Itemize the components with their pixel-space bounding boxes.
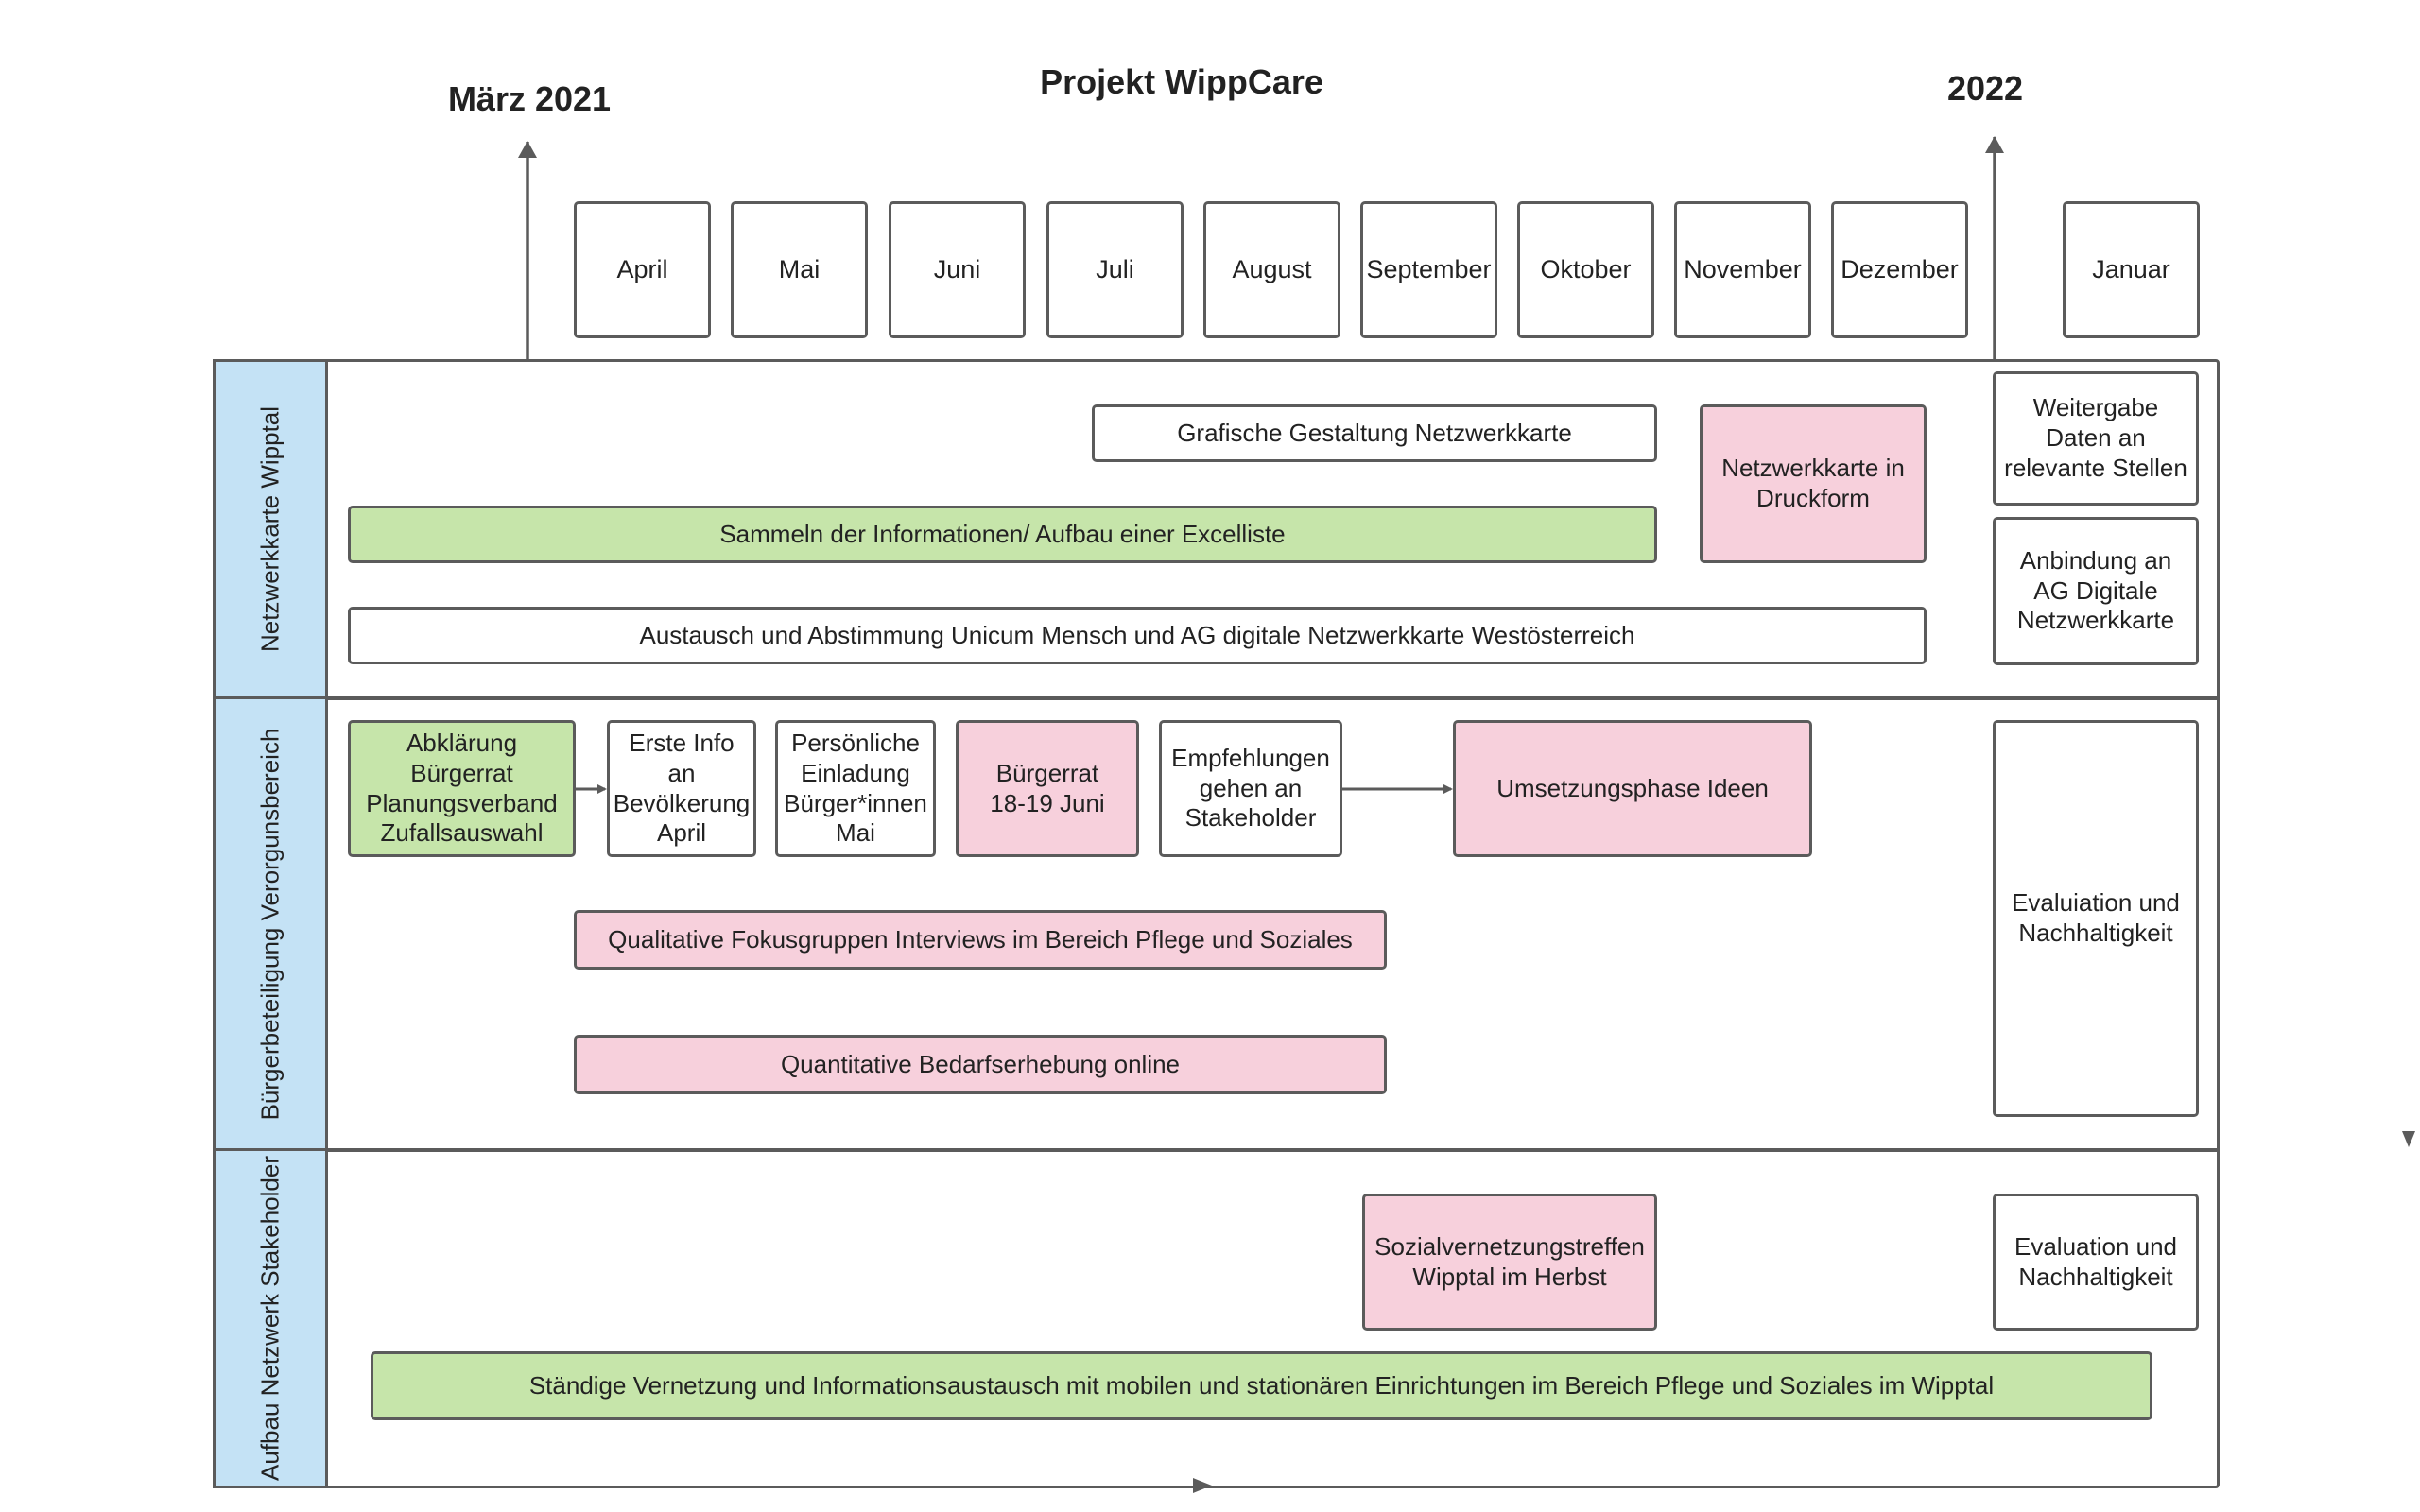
month-juli: Juli	[1046, 201, 1184, 338]
month-august: August	[1203, 201, 1340, 338]
task-erste-info: Erste Info an Bevölkerung April	[607, 720, 756, 857]
month-mai: Mai	[731, 201, 868, 338]
task-abklaerung-buergerrat: Abklärung Bürgerrat Planungsverband Zufa…	[348, 720, 576, 857]
lane-divider-1	[213, 696, 2220, 700]
task-grafische-gestaltung: Grafische Gestaltung Netzwerkkarte	[1092, 404, 1657, 462]
task-bedarfserhebung: Quantitative Bedarfserhebung online	[574, 1035, 1387, 1094]
side-arrowhead	[2402, 1131, 2415, 1147]
lane-divider-2	[213, 1148, 2220, 1152]
month-april: April	[574, 201, 711, 338]
diagram-title: Projekt WippCare	[1040, 62, 1323, 101]
start-date-label: März 2021	[447, 79, 612, 118]
task-netzwerkkarte-druckform: Netzwerkkarte in Druckform	[1700, 404, 1927, 563]
task-anbindung-ag: Anbindung an AG Digitale Netzwerkkarte	[1993, 517, 2199, 665]
task-empfehlungen: Empfehlungen gehen an Stakeholder	[1159, 720, 1342, 857]
lane-label-netzwerkkarte: Netzwerkkarte Wipptal	[213, 359, 328, 699]
end-date-label: 2022	[1946, 69, 2024, 108]
month-november: November	[1674, 201, 1811, 338]
task-umsetzungsphase: Umsetzungsphase Ideen	[1453, 720, 1812, 857]
task-buergerrat-juni: Bürgerrat 18-19 Juni	[956, 720, 1139, 857]
task-weitergabe-daten: Weitergabe Daten an relevante Stellen	[1993, 371, 2199, 506]
task-austausch-abstimmung: Austausch und Abstimmung Unicum Mensch u…	[348, 607, 1927, 664]
task-persoenliche-einladung: Persönliche Einladung Bürger*innen Mai	[775, 720, 936, 857]
lane-label-buergerbeteiligung: Bürgerbeteiligung Verorgunsbereich	[213, 696, 328, 1152]
lane-label-stakeholder: Aufbau Netzwerk Stakeholder	[213, 1148, 328, 1488]
task-evaluiation: Evaluiation und Nachhaltigkeit	[1993, 720, 2199, 1117]
month-dezember: Dezember	[1831, 201, 1968, 338]
task-fokusgruppen: Qualitative Fokusgruppen Interviews im B…	[574, 910, 1387, 970]
task-staendige-vernetzung: Ständige Vernetzung und Informationsaust…	[371, 1351, 2152, 1420]
task-evaluation: Evaluation und Nachhaltigkeit	[1993, 1194, 2199, 1331]
task-sozialvernetzungstreffen: Sozialvernetzungstreffen Wipptal im Herb…	[1362, 1194, 1657, 1331]
lane-label-text: Aufbau Netzwerk Stakeholder	[255, 1156, 285, 1481]
lane-label-text: Netzwerkkarte Wipptal	[255, 405, 285, 653]
month-oktober: Oktober	[1517, 201, 1654, 338]
month-juni: Juni	[889, 201, 1026, 338]
month-januar: Januar	[2063, 201, 2200, 338]
lane-label-text: Bürgerbeteiligung Verorgunsbereich	[255, 728, 285, 1121]
month-september: September	[1360, 201, 1497, 338]
task-sammeln-informationen: Sammeln der Informationen/ Aufbau einer …	[348, 506, 1657, 563]
